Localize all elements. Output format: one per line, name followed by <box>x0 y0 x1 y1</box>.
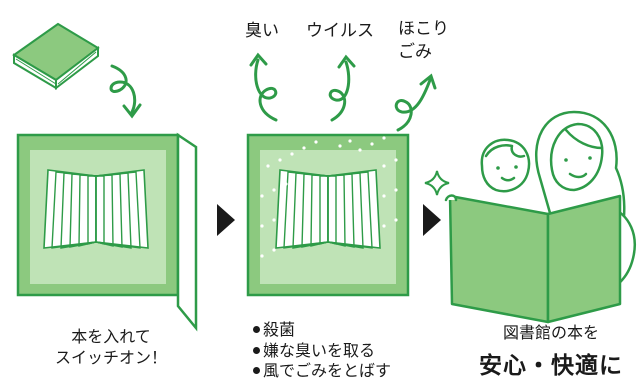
arrow-right-icon <box>423 204 441 236</box>
smell-label: 臭い <box>245 21 279 41</box>
dust-label-line2: ごみ <box>398 42 432 62</box>
bullet-text: 嫌な臭いを取る <box>263 340 376 360</box>
arrow-right-icon <box>217 204 235 236</box>
bullet-text: 風でごみをとばす <box>263 361 392 380</box>
list-item: 風でごみをとばす <box>253 361 391 382</box>
bullet-dot-icon <box>253 367 260 374</box>
step1-caption-line2: スイッチオン！ <box>54 348 167 367</box>
step1-caption-line1: 本を入れて <box>71 327 151 346</box>
list-item: 嫌な臭いを取る <box>253 341 391 362</box>
swirl-arrow-icon <box>109 64 142 119</box>
step1-caption: 本を入れて スイッチオン！ <box>36 326 186 368</box>
step3-caption-line2: 安心・快適に <box>479 353 623 379</box>
sparkle-icon <box>424 170 450 196</box>
sterilizer-box-icon <box>246 133 410 297</box>
swirl-arrow-icon <box>249 52 278 122</box>
virus-label: ウイルス <box>306 21 374 41</box>
book-icon <box>12 22 100 91</box>
bullet-dot-icon <box>253 326 260 333</box>
sterilizer-box-icon <box>16 132 198 332</box>
swirl-arrow-icon <box>394 73 437 132</box>
bullet-text: 殺菌 <box>263 320 296 339</box>
swirl-arrow-icon <box>328 54 356 122</box>
step2-bullet-list: 殺菌 嫌な臭いを取る 風でごみをとばす <box>253 320 391 382</box>
bullet-dot-icon <box>253 346 260 354</box>
step3-caption-line1: 図書館の本を <box>502 323 599 342</box>
dust-label-line1: ほこり <box>398 19 449 39</box>
mother-child-reading-icon <box>444 110 636 324</box>
list-item: 殺菌 <box>253 320 391 341</box>
